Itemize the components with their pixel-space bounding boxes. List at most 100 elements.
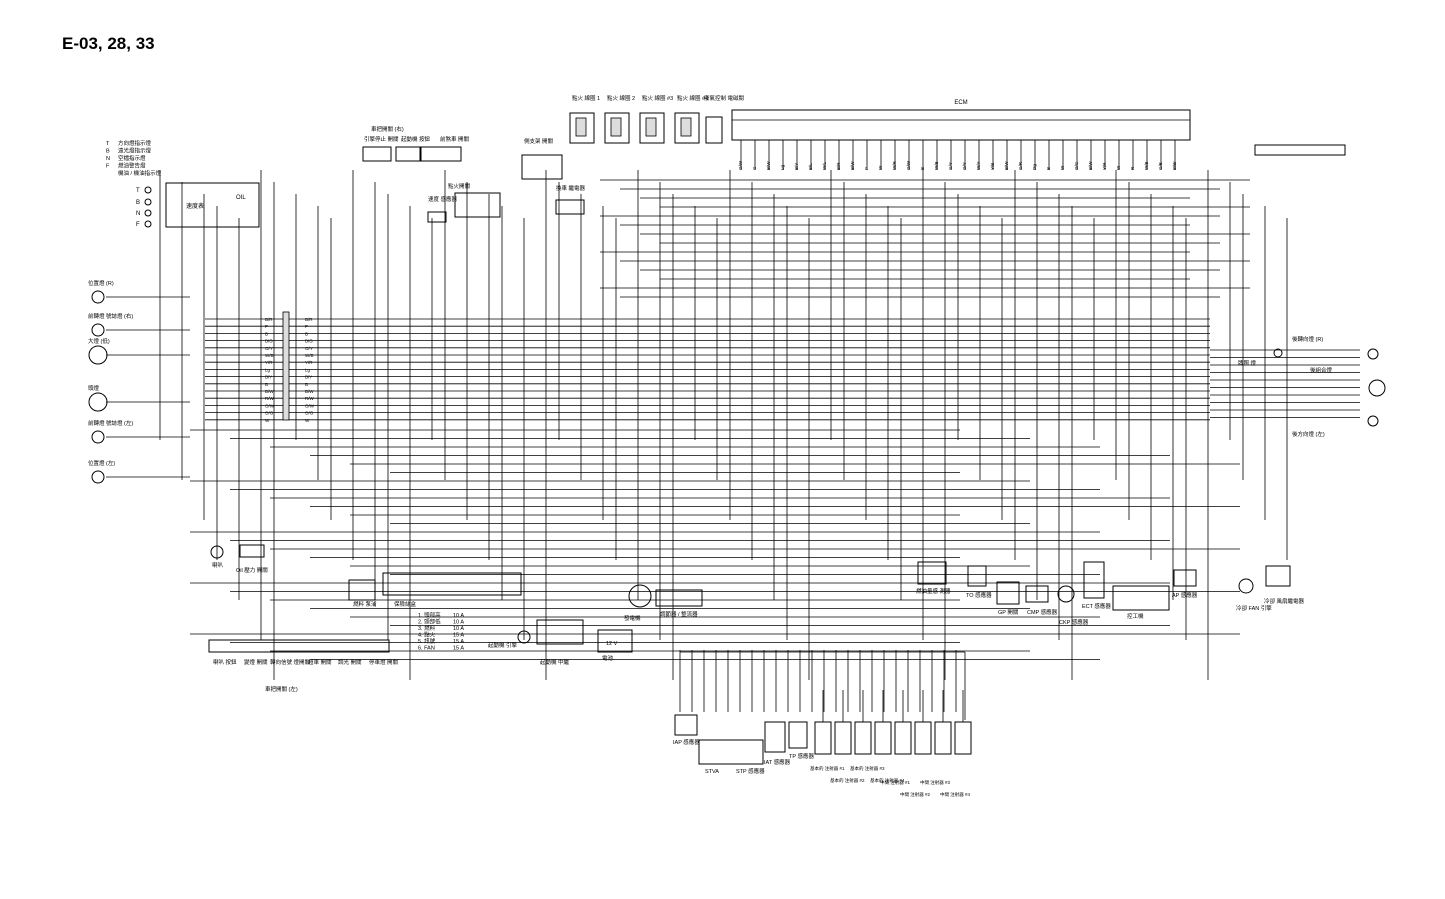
start-switch-label: 起動機 按鈕 (401, 135, 431, 143)
coil-winding (610, 117, 622, 137)
fuse-name: 3. 燃料 (418, 624, 436, 632)
ecm-pin-label: B/W (1004, 161, 1009, 170)
ecm-label: ECM (954, 100, 967, 106)
harness-wire-left: R/W (265, 396, 275, 401)
fuse-name: 1. 頭部高 (418, 611, 441, 619)
ecm-pin-label: O/G (1074, 161, 1079, 170)
injector-body (814, 721, 832, 755)
harness-wire-left: Lg (265, 367, 271, 372)
meter-pin-n: N (136, 211, 140, 217)
ecm-pin-label: B/W (1088, 161, 1093, 170)
injector-label: 基本的 注射器 #2 (830, 777, 865, 784)
battery-label: 電池 (602, 654, 614, 662)
fuse-rating: 10 A (453, 626, 464, 632)
fuse-rating: 15 A (453, 633, 464, 639)
left-switch-label: 車把開關 (左) (265, 685, 298, 693)
left-component-label: 位置燈 (R) (88, 279, 114, 287)
battery-v-label: 12 V (606, 641, 618, 647)
ecm-pin-label: Dg (1032, 164, 1037, 170)
engine-stop-label: 引擎停止 開關 (364, 135, 399, 143)
left-component-label: 前轉燈 號誌燈 (右) (88, 312, 133, 320)
harness-wire-right: O/G (305, 411, 314, 416)
harness-wire-left: B/R (265, 317, 273, 322)
isc-label: 控工機 (1127, 612, 1144, 620)
horn-btn-label: 喇叭 按鈕 (213, 658, 237, 666)
ecm-pin-label: G/Y (948, 162, 953, 170)
harness-wire-left: B/Y (265, 375, 272, 380)
to-label: TO 感應器 (966, 591, 992, 599)
injector-label: 中間 注射器 #4 (940, 791, 971, 798)
injector-body (914, 721, 932, 755)
right-components: 後轉向燈 (R) 牌照 燈 後組合燈 後方向燈 (左) (1238, 335, 1386, 438)
injector-body (874, 721, 892, 755)
lower-sensors: IAP 感應器 STVA STP 感應器 IAT 感應器 TP 感應器 (673, 714, 814, 775)
meter-pin-b: B (136, 200, 140, 206)
ect-label: ECT 感應器 (1082, 602, 1111, 610)
legend-key: T (106, 141, 110, 147)
harness-wire-right: Lg (305, 367, 311, 372)
injector-body (894, 721, 912, 755)
ecm-pin-label: B (1046, 167, 1051, 170)
coil-winding (645, 117, 657, 137)
injector-body (834, 721, 852, 755)
rear-right-label: 後轉向燈 (R) (1292, 335, 1323, 343)
left-component-label: 大燈 (低) (88, 337, 110, 345)
ckp-label: CKP 感應器 (1059, 618, 1089, 626)
speed-sensor-label: 速度 感應器 (428, 195, 458, 203)
ecm-pin-label: B/Y (794, 163, 799, 170)
ecm-pin-label: W/B (934, 162, 939, 171)
ecm-pin-label: B/L (808, 163, 813, 170)
ecm-pin-label: B/R (836, 162, 841, 170)
gp-label: GP 開關 (998, 609, 1019, 616)
generator-label: 發電機 (624, 614, 641, 622)
injector-label: 基本的 注射器 #3 (850, 765, 885, 772)
harness-wire-left: O/G (265, 411, 274, 416)
pass-label: 超車 開關 (308, 658, 332, 666)
harness-wire-right: B/G (305, 339, 313, 344)
fuse-rating: 15 A (453, 639, 464, 645)
harness-wire-left: W (265, 418, 270, 423)
harness-wire-left: W/B (265, 353, 274, 358)
meter-pin-t: T (136, 188, 140, 194)
ignition-coil-label: 點火 線圈 2 (607, 94, 635, 102)
coil-winding (680, 117, 692, 137)
oil-label: OIL (236, 195, 246, 201)
ecm-pin-label: W/B (1144, 162, 1149, 171)
ecm-pin-label: P (864, 167, 869, 170)
fuse-box-label: 保險絲盒 (394, 600, 417, 608)
left-component-label: 位置燈 (左) (88, 459, 115, 467)
left-handlebar-switch: 喇叭 按鈕 變燈 開關 轉向信號 燈開關 超車 開關 調光 開關 停車燈 開關 … (208, 639, 399, 693)
oil-pressure-label: Oil 壓力 開關 (236, 566, 268, 574)
lamp-icon (91, 290, 105, 304)
injector-label: 中間 注射器 #3 (920, 779, 951, 786)
harness-wire-right: W/B (305, 353, 314, 358)
hazard-label: 調光 開關 (338, 658, 362, 666)
ecm-pin-label: B/W (766, 161, 771, 170)
iap-label: IAP 感應器 (673, 738, 700, 746)
horn-and-oil: 喇叭 Oil 壓力 開關 燃料 泵浦 (210, 544, 377, 608)
horn-label: 喇叭 (212, 561, 224, 569)
harness-wire-left: B (265, 382, 268, 387)
starter-relay-label: 起動機 中繼 (540, 658, 570, 666)
harness-wire-left: Y/R (265, 360, 273, 365)
exhaust-valve: 廢氣控制 電磁閥 (704, 94, 745, 144)
legend-text: 燃油警告燈 (118, 162, 146, 170)
harness-wire-right: W (305, 418, 310, 423)
ecm-pin-label: O/Y (962, 162, 967, 170)
harness-wire-right: R/W (305, 396, 315, 401)
harness-wire-right: P (305, 324, 308, 329)
page-title: E-03, 28, 33 (62, 34, 155, 53)
exhaust-valve-label: 廢氣控制 電磁閥 (704, 94, 745, 102)
ecm-pin-label: Y/R (1102, 162, 1107, 170)
stva-label: STVA (705, 769, 719, 775)
ecm-pin-label: W/L (822, 162, 827, 170)
injector-body (934, 721, 952, 755)
ecm-pin-label: G/R (1018, 161, 1023, 170)
ecm-pin-label: W (1060, 165, 1065, 170)
harness-wire-left: B (265, 331, 268, 336)
tail-label: 後組合燈 (1310, 366, 1333, 374)
starter-motor-label: 起動機 引擎 (488, 641, 518, 649)
injector-body (854, 721, 872, 755)
